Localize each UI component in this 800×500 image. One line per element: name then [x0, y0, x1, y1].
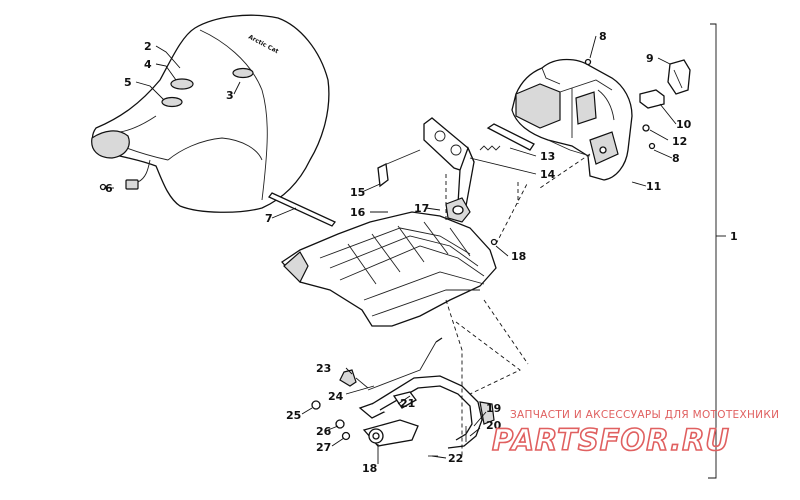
callout-18-lower: 18 [362, 462, 377, 475]
callouts: 1 2 3 4 5 6 7 8 8 9 10 11 12 13 14 15 16… [105, 30, 738, 475]
callout-2: 2 [144, 40, 152, 53]
watermark: ЗАПЧАСТИ И АКСЕССУАРЫ ДЛЯ МОТОТЕХНИКИ PA… [491, 409, 779, 458]
callout-6: 6 [105, 182, 113, 195]
watermark-logo: PARTSFOR.RU [492, 423, 730, 457]
latch [667, 59, 691, 95]
callout-5: 5 [124, 76, 132, 89]
callout-24: 24 [328, 390, 344, 403]
callout-3: 3 [226, 89, 234, 102]
storage-bracket [511, 58, 633, 181]
callout-25: 25 [286, 409, 301, 422]
fastener [584, 58, 592, 66]
callout-10: 10 [676, 118, 692, 131]
callout-4: 4 [144, 58, 152, 71]
hinge-assembly [311, 337, 495, 457]
callout-15: 15 [350, 186, 365, 199]
callout-16: 16 [350, 206, 366, 219]
pivot-bracket [445, 197, 471, 223]
callout-26: 26 [316, 425, 332, 438]
callout-21: 21 [400, 397, 415, 410]
seat: Arctic Cat [91, 14, 330, 213]
angle-bracket [486, 123, 535, 151]
seat-base [281, 211, 498, 327]
callout-9: 9 [646, 52, 654, 65]
callout-11: 11 [646, 180, 661, 193]
mounting-plate [423, 117, 475, 207]
callout-13: 13 [540, 150, 555, 163]
callout-22: 22 [448, 452, 463, 465]
watermark-subtitle: ЗАПЧАСТИ И АКСЕССУАРЫ ДЛЯ МОТОТЕХНИКИ [510, 409, 779, 421]
callout-20: 20 [486, 419, 502, 432]
callout-14: 14 [540, 168, 556, 181]
latch-plate [639, 89, 665, 109]
callout-19: 19 [486, 402, 501, 415]
callout-18-upper: 18 [511, 250, 526, 263]
leader-lines [104, 23, 726, 479]
spring [479, 145, 501, 151]
callout-17: 17 [414, 202, 429, 215]
callout-12: 12 [672, 135, 687, 148]
hook-bracket [377, 149, 421, 188]
seat-strap [267, 192, 337, 227]
callout-8-bottom: 8 [672, 152, 680, 165]
callout-1: 1 [730, 230, 738, 243]
fastener [642, 124, 650, 132]
callout-8-top: 8 [599, 30, 607, 43]
callout-27: 27 [316, 441, 331, 454]
fastener [648, 142, 656, 150]
callout-23: 23 [316, 362, 331, 375]
callout-7: 7 [265, 212, 273, 225]
